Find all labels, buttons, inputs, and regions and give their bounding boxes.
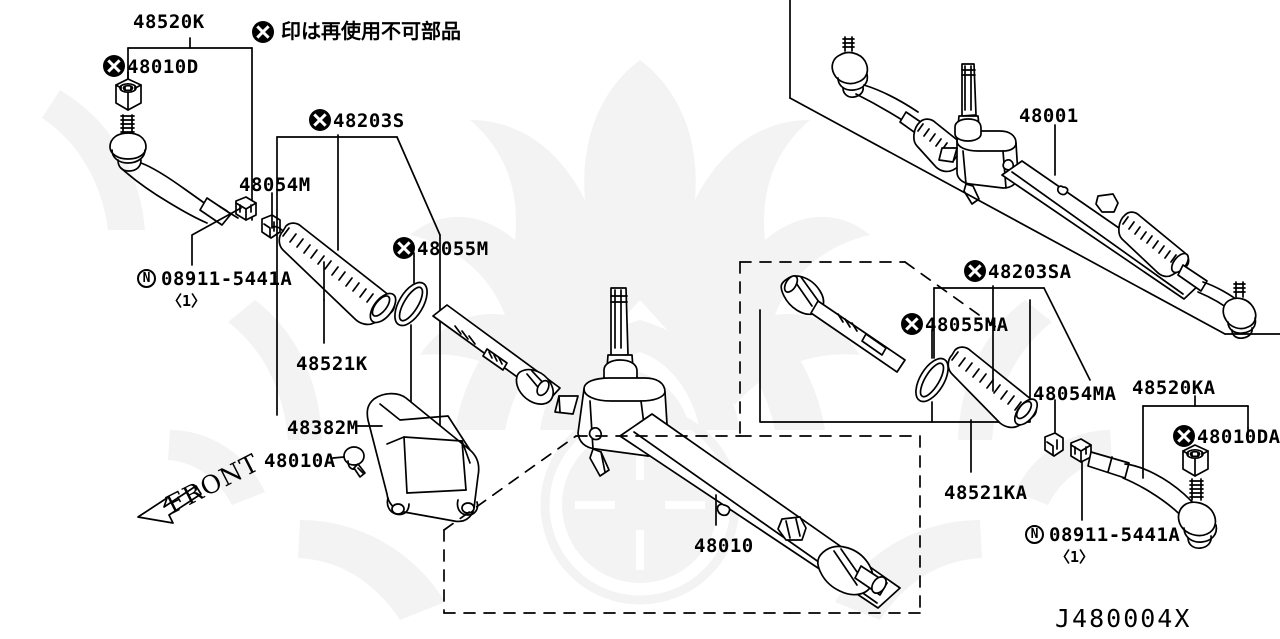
bracket-48203SA bbox=[933, 287, 1091, 381]
part-48055MA-retaining-ring bbox=[915, 357, 949, 403]
part-number-label: 48010 bbox=[694, 535, 754, 557]
part-number-label: 48203SA bbox=[988, 261, 1072, 283]
x-mark-icon bbox=[901, 313, 923, 335]
part-number-label: 48520KA bbox=[1132, 377, 1216, 399]
part-48203S-bellows-boot bbox=[271, 222, 397, 326]
part-48054M-lock-nut bbox=[235, 196, 257, 221]
part-48010D-nut bbox=[115, 78, 142, 111]
part-number-label: 48055MA bbox=[925, 314, 1009, 336]
part-48382M-heat-shield bbox=[366, 392, 480, 523]
part-48010A-pin bbox=[343, 446, 366, 478]
x-mark-icon bbox=[393, 237, 415, 259]
part-48054M-clamp bbox=[261, 214, 281, 239]
part-number-label: 48203S bbox=[333, 110, 405, 132]
part-48001-gear-assembly bbox=[831, 36, 1257, 340]
x-mark-icon bbox=[309, 109, 331, 131]
part-48055M-retaining-ring bbox=[394, 281, 428, 327]
part-48520K-tie-rod-end bbox=[109, 114, 239, 226]
background-watermark-spokes bbox=[575, 440, 705, 570]
part-48010-steering-gear bbox=[554, 287, 901, 609]
x-mark-icon bbox=[964, 260, 986, 282]
dashed-box-48010 bbox=[443, 435, 921, 614]
part-number-label: 48521KA bbox=[944, 482, 1028, 504]
leader-48010A bbox=[332, 456, 345, 459]
bracket-48203S bbox=[276, 136, 441, 431]
x-mark-icon bbox=[1173, 425, 1195, 447]
n-mark-icon: N bbox=[1025, 525, 1044, 544]
part-48054MA-lock-nut bbox=[1070, 438, 1092, 463]
part-number-label: 08911-5441A bbox=[161, 268, 293, 290]
front-direction-arrow bbox=[137, 485, 202, 524]
part-number-label: 48010D bbox=[127, 56, 199, 78]
bracket-48520KA bbox=[1142, 395, 1249, 479]
part-number-label: 48055M bbox=[417, 238, 489, 260]
part-number-label: 48010DA bbox=[1197, 426, 1280, 448]
part-48521KA-inner-tie-rod bbox=[780, 275, 906, 373]
part-48520KA-tie-rod-end bbox=[1087, 451, 1218, 549]
part-48010DA-nut bbox=[1182, 444, 1209, 477]
part-number-label: 48054MA bbox=[1033, 383, 1117, 405]
part-quantity-label: 〈1〉 bbox=[167, 292, 207, 310]
legend-note-japanese: 印は再使用不可部品 bbox=[281, 19, 461, 43]
part-48521K-inner-tie-rod bbox=[432, 304, 561, 405]
legend-x-mark-icon bbox=[252, 21, 274, 43]
leader-08911-5441A-left bbox=[191, 207, 242, 266]
dashed-box-right-inner-rod bbox=[739, 261, 1001, 437]
x-mark-icon bbox=[103, 55, 125, 77]
part-number-label: 48010A bbox=[264, 450, 336, 472]
part-number-label: 08911-5441A bbox=[1049, 524, 1181, 546]
part-number-label: 48520K bbox=[133, 11, 205, 33]
part-number-label: 48054M bbox=[239, 174, 311, 196]
part-number-label: 48001 bbox=[1019, 105, 1079, 127]
bracket-48521KA bbox=[759, 299, 1031, 423]
diagram-id: J480004X bbox=[1055, 604, 1192, 633]
part-48054MA-clamp bbox=[1044, 432, 1064, 457]
n-mark-icon: N bbox=[137, 269, 156, 288]
bracket-48001-frame bbox=[789, 0, 1280, 335]
part-number-label: 48382M bbox=[287, 417, 359, 439]
part-number-label: 48521K bbox=[296, 353, 368, 375]
part-quantity-label: 〈1〉 bbox=[1055, 548, 1095, 566]
